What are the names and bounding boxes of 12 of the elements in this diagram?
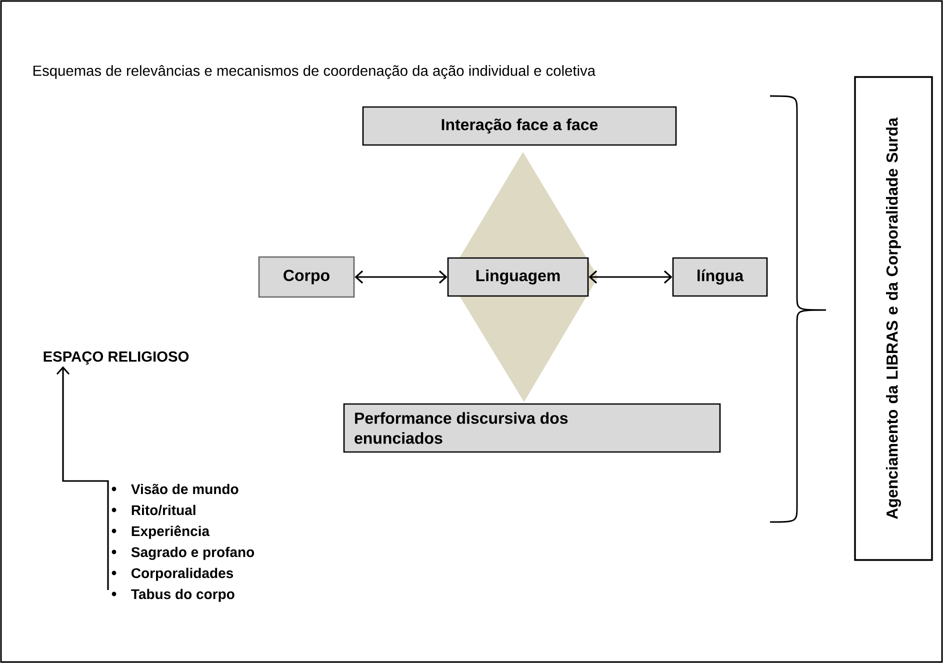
arrow (588, 270, 672, 284)
label-box: Agenciamento da LIBRAS e da Corporalidade Surda (854, 76, 933, 561)
bullet-list: Visão de mundo Rito/ritual Experiência Sagrado e profano Corporalidades Tabus do corpo (131, 484, 254, 602)
process-box: língua (672, 257, 768, 297)
process-box: Interação face a face (362, 106, 677, 146)
arrow (56, 366, 109, 590)
process-box: Performance discursiva dos enunciados (343, 403, 721, 453)
heading: Esquemas de relevâncias e mecanismos de coordenação da ação individual e coletiva (33, 65, 596, 79)
process-box: Linguagem (447, 257, 589, 297)
arrow (354, 270, 448, 284)
section-label: ESPAÇO RELIGIOSO (44, 351, 189, 365)
process-box: Corpo (258, 256, 355, 298)
